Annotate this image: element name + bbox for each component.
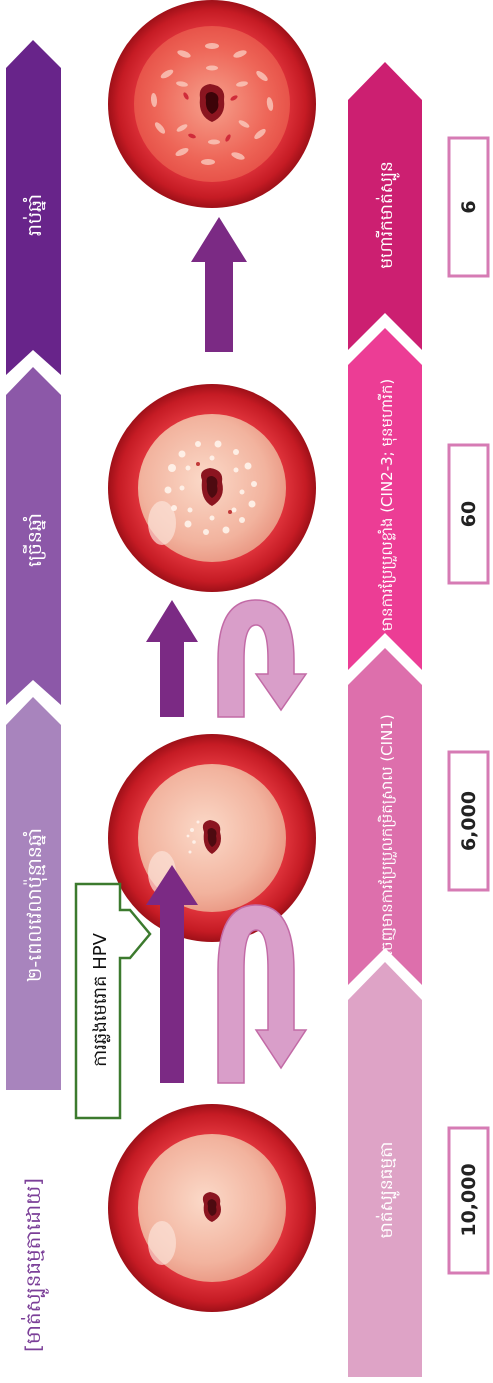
progression-arrow-2: [146, 600, 198, 717]
stage-band-cin23: មានការប្រែប្រួលខ្លាំង (CIN2-3; មុនមហារីក…: [348, 328, 422, 670]
regression-arrow-2: [218, 600, 306, 717]
hpv-infection-label: ការឆ្លងមេរោគ HPV: [90, 932, 111, 1067]
stage-normal-label: មាត់ស្បូនធម្មតា: [375, 1142, 400, 1239]
count-cin1: 6,000: [458, 791, 480, 851]
cervix-cin23-image: [108, 384, 316, 592]
stage-cin23-label: មានការប្រែប្រួលខ្លាំង (CIN2-3; មុនមហារីក…: [377, 379, 397, 631]
progression-arrow-1: [146, 865, 198, 1083]
regression-arrow-1: [218, 905, 306, 1083]
hpv-infection-callout: ការឆ្លងមេរោគ HPV: [76, 884, 150, 1118]
progression-arrow-3: [191, 217, 247, 352]
time-band-3-label: រាប់ឆ្នាំ: [22, 194, 46, 236]
time-band-3: រាប់ឆ្នាំ: [6, 40, 61, 375]
cervix-normal-image: [108, 1104, 316, 1312]
cervix-cin1-image: [108, 734, 316, 942]
time-band-1: ២-ពេលវេលាប៉ុន្មានឆ្នាំ: [6, 697, 61, 1090]
time-band-1-label: ២-ពេលវេលាប៉ុន្មានឆ្នាំ: [22, 828, 48, 982]
title-label: [មាត់ស្បូនធម្មតាដោយ]: [20, 1178, 49, 1352]
stage-band-cancer: មហារីកមាត់ស្បូន: [348, 62, 422, 350]
time-band-2: ច្រើនឆ្នាំ: [6, 367, 61, 705]
time-band-2-label: ច្រើនឆ្នាំ: [22, 513, 46, 567]
cervix-cancer-image: [108, 0, 316, 208]
count-box-cancer: 6: [449, 138, 488, 276]
stage-band-normal: មាត់ស្បូនធម្មតា: [348, 962, 422, 1377]
count-cin23: 60: [458, 501, 480, 527]
count-box-cin23: 60: [449, 445, 488, 583]
count-box-cin1: 6,000: [449, 752, 488, 890]
count-normal: 10,000: [458, 1163, 480, 1236]
stage-cin1-label: ចេញមានការប្រែប្រួលកម្រិតស្រាល (CIN1): [377, 714, 397, 955]
stage-cancer-label: មហារីកមាត់ស្បូន: [375, 161, 400, 269]
count-cancer: 6: [458, 200, 480, 213]
count-box-normal: 10,000: [449, 1128, 488, 1273]
stage-band-cin1: ចេញមានការប្រែប្រួលកម្រិតស្រាល (CIN1): [348, 648, 422, 985]
